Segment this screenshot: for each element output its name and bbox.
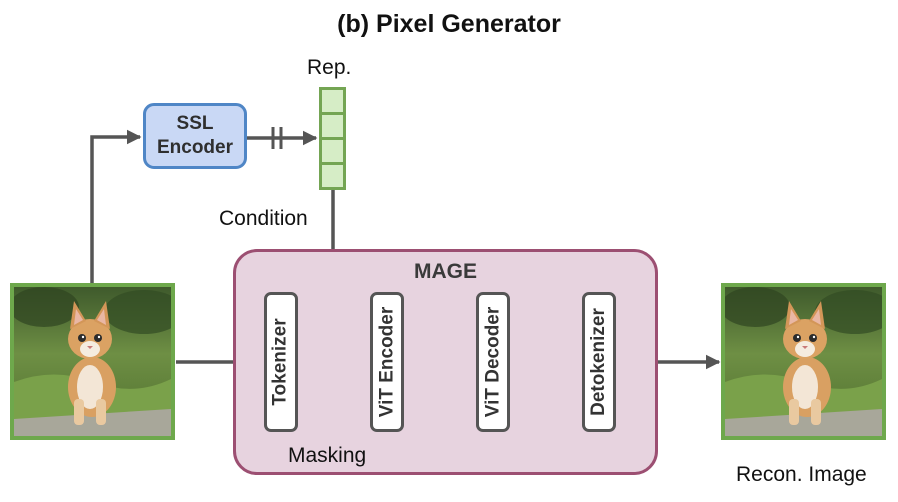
- vit-decoder-label: ViT Decoder: [482, 306, 503, 418]
- vit-decoder-block: ViT Decoder: [476, 292, 510, 432]
- kitten-illustration: [725, 287, 882, 436]
- input-image: [10, 283, 175, 440]
- diagram-title: (b) Pixel Generator: [337, 10, 561, 38]
- input-to-ssl-arrow: [90, 129, 142, 283]
- representation-vector: [319, 87, 346, 190]
- condition-label: Condition: [219, 207, 308, 230]
- rep-cell: [319, 137, 346, 165]
- tokenizer-label: Tokenizer: [270, 318, 291, 406]
- recon-image-label: Recon. Image: [736, 463, 867, 486]
- rep-cell: [319, 87, 346, 115]
- detokenizer-label: Detokenizer: [588, 308, 610, 416]
- vit-encoder-label: ViT Encoder: [376, 306, 398, 418]
- rep-cell: [319, 112, 346, 140]
- kitten-illustration: [14, 287, 171, 436]
- detokenizer-block: Detokenizer: [582, 292, 616, 432]
- tokenizer-block: Tokenizer: [264, 292, 298, 432]
- masking-label: Masking: [288, 444, 367, 467]
- vit-encoder-block: ViT Encoder: [370, 292, 404, 432]
- rep-label: Rep.: [307, 56, 352, 79]
- ssl-encoder-block: SSL Encoder: [143, 103, 247, 169]
- reconstructed-image: [721, 283, 886, 440]
- rep-cell: [319, 162, 346, 190]
- mage-title: MAGE: [414, 260, 477, 283]
